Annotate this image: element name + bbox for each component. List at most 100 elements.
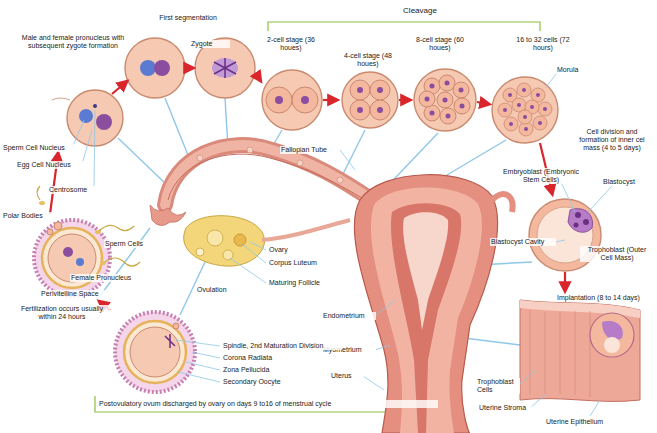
part-label: First segmentation (148, 14, 228, 22)
part-label: Male and female pronucleus with subseque… (18, 34, 128, 50)
cell (425, 97, 430, 102)
leader-line (242, 244, 266, 263)
part-label: 4-cell stage (48 houes) (342, 52, 394, 68)
oocyte (124, 321, 186, 383)
implantation (530, 310, 590, 397)
cell (446, 114, 451, 119)
cell (454, 98, 470, 114)
cell (419, 91, 435, 107)
part-label: Secondary Oocyte (222, 378, 292, 386)
cell (214, 58, 236, 78)
leader-line (186, 362, 220, 370)
progress-arrow (256, 74, 260, 80)
egg (76, 258, 84, 266)
egg (34, 220, 110, 296)
cell (492, 77, 558, 143)
progress-arrow (112, 82, 126, 94)
cell (503, 108, 507, 112)
cell (52, 98, 70, 100)
cell (439, 75, 455, 91)
leader-line (165, 98, 190, 160)
leader-line (118, 138, 168, 186)
oocyte (173, 323, 179, 329)
cell (430, 84, 435, 89)
cell (517, 83, 531, 97)
progress-arrow (477, 102, 488, 104)
cell (543, 107, 547, 111)
part-label: Endometrium (322, 312, 376, 320)
part-label: Sperm Cells (104, 240, 152, 248)
leader-line (94, 110, 95, 186)
cell (518, 110, 532, 124)
cell (275, 96, 283, 104)
cell (536, 93, 540, 97)
blastocyst (568, 209, 593, 233)
leader-line (520, 370, 535, 384)
cell (350, 100, 370, 120)
uterus (354, 175, 512, 433)
part-label: Implantation (8 to 14 days) (556, 294, 654, 302)
uterus (492, 194, 513, 212)
leader-line (545, 72, 558, 88)
cell (52, 90, 123, 146)
cell (377, 107, 383, 113)
egg (63, 247, 73, 257)
cell (154, 60, 170, 76)
cell (533, 116, 547, 130)
egg (100, 225, 134, 230)
cell (453, 82, 469, 98)
cell (79, 109, 93, 123)
fallopian-tube (150, 205, 186, 226)
part-label: Sperm Cell Nucleus (2, 144, 74, 152)
fallopian-tube (197, 155, 203, 161)
part-label: Embryoblast (Embryonic Stem Cells) (500, 168, 582, 184)
uterus (354, 175, 497, 433)
leader-line (176, 340, 220, 346)
cell (437, 92, 453, 108)
part-label: Cell division and formation of inner cel… (570, 128, 654, 152)
part-label: Uterine Epithelium (545, 418, 617, 426)
bracket (268, 22, 540, 31)
oocyte (130, 327, 180, 377)
cell (508, 93, 512, 97)
cell (492, 77, 558, 143)
cell (445, 81, 450, 86)
part-label: Female Pronucleus (70, 274, 140, 282)
cell (524, 127, 528, 131)
cell (443, 98, 448, 103)
leader-line (192, 352, 220, 358)
uterus (391, 203, 461, 433)
fallopian-tube (337, 177, 343, 183)
implantation (520, 300, 640, 401)
part-label: Polar Bodies (2, 212, 52, 220)
leader-line (230, 258, 266, 283)
ovary (184, 216, 265, 266)
cell (530, 105, 534, 109)
cell (440, 108, 456, 124)
egg (39, 201, 45, 205)
cell (503, 88, 547, 131)
leader-line (530, 395, 545, 408)
fallopian-tube (150, 145, 378, 225)
oocyte (115, 312, 195, 392)
part-label: Uterine Stroma (478, 404, 532, 412)
cell (522, 88, 526, 92)
cell (96, 114, 112, 130)
ovary (262, 220, 350, 240)
part-label: Corona Radiata (222, 354, 286, 362)
part-label: Corpus Luteum (268, 259, 326, 267)
uterus (371, 188, 482, 433)
leader-line (340, 150, 355, 170)
oocyte (165, 334, 175, 348)
cell (370, 80, 390, 100)
part-label: Centrosome (48, 186, 98, 194)
ovary (234, 234, 246, 246)
part-label: 16 to 32 cells (72 hours) (512, 36, 574, 52)
part-label: Ovary (268, 246, 302, 254)
oocyte (115, 312, 195, 392)
part-label: Trophoblast (Outer Cell Mass) (580, 246, 654, 262)
cell (262, 70, 322, 130)
cell (292, 87, 318, 113)
progress-arrow (186, 67, 192, 69)
part-label: Morula (556, 66, 596, 74)
